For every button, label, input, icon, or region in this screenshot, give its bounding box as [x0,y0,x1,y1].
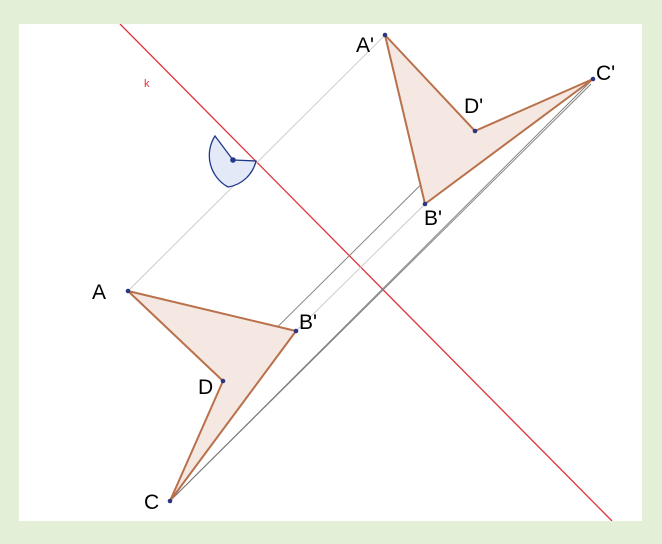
label-b: B' [299,311,317,334]
right-angle-dot [230,157,236,163]
label-a: A [92,281,106,304]
helper-line-b [295,203,426,332]
line-k[interactable] [119,24,613,521]
point-d[interactable] [220,378,226,384]
label-b-prime: B' [424,207,442,230]
label-c: C [144,491,159,514]
helper-line-c-lower [169,83,592,502]
point-a-prime[interactable] [382,32,388,38]
point-c[interactable] [167,498,173,504]
point-a[interactable] [125,288,131,294]
line-k-label: k [144,78,150,90]
point-b-prime[interactable] [422,201,428,207]
drawing-canvas[interactable]: k A B' C D A' B' C' D' [19,24,642,521]
label-a-prime: A' [356,34,374,57]
image-polygon[interactable] [384,34,594,205]
point-d-prime[interactable] [472,128,478,134]
points [125,32,596,504]
label-c-prime: C' [596,62,615,85]
label-d-prime: D' [464,95,483,118]
helper-line-a [127,34,386,292]
label-d: D [198,376,213,399]
point-b[interactable] [293,328,299,334]
reflection-diagram: k A B' C D A' B' C' D' [92,24,615,521]
point-c-prime[interactable] [590,76,596,82]
